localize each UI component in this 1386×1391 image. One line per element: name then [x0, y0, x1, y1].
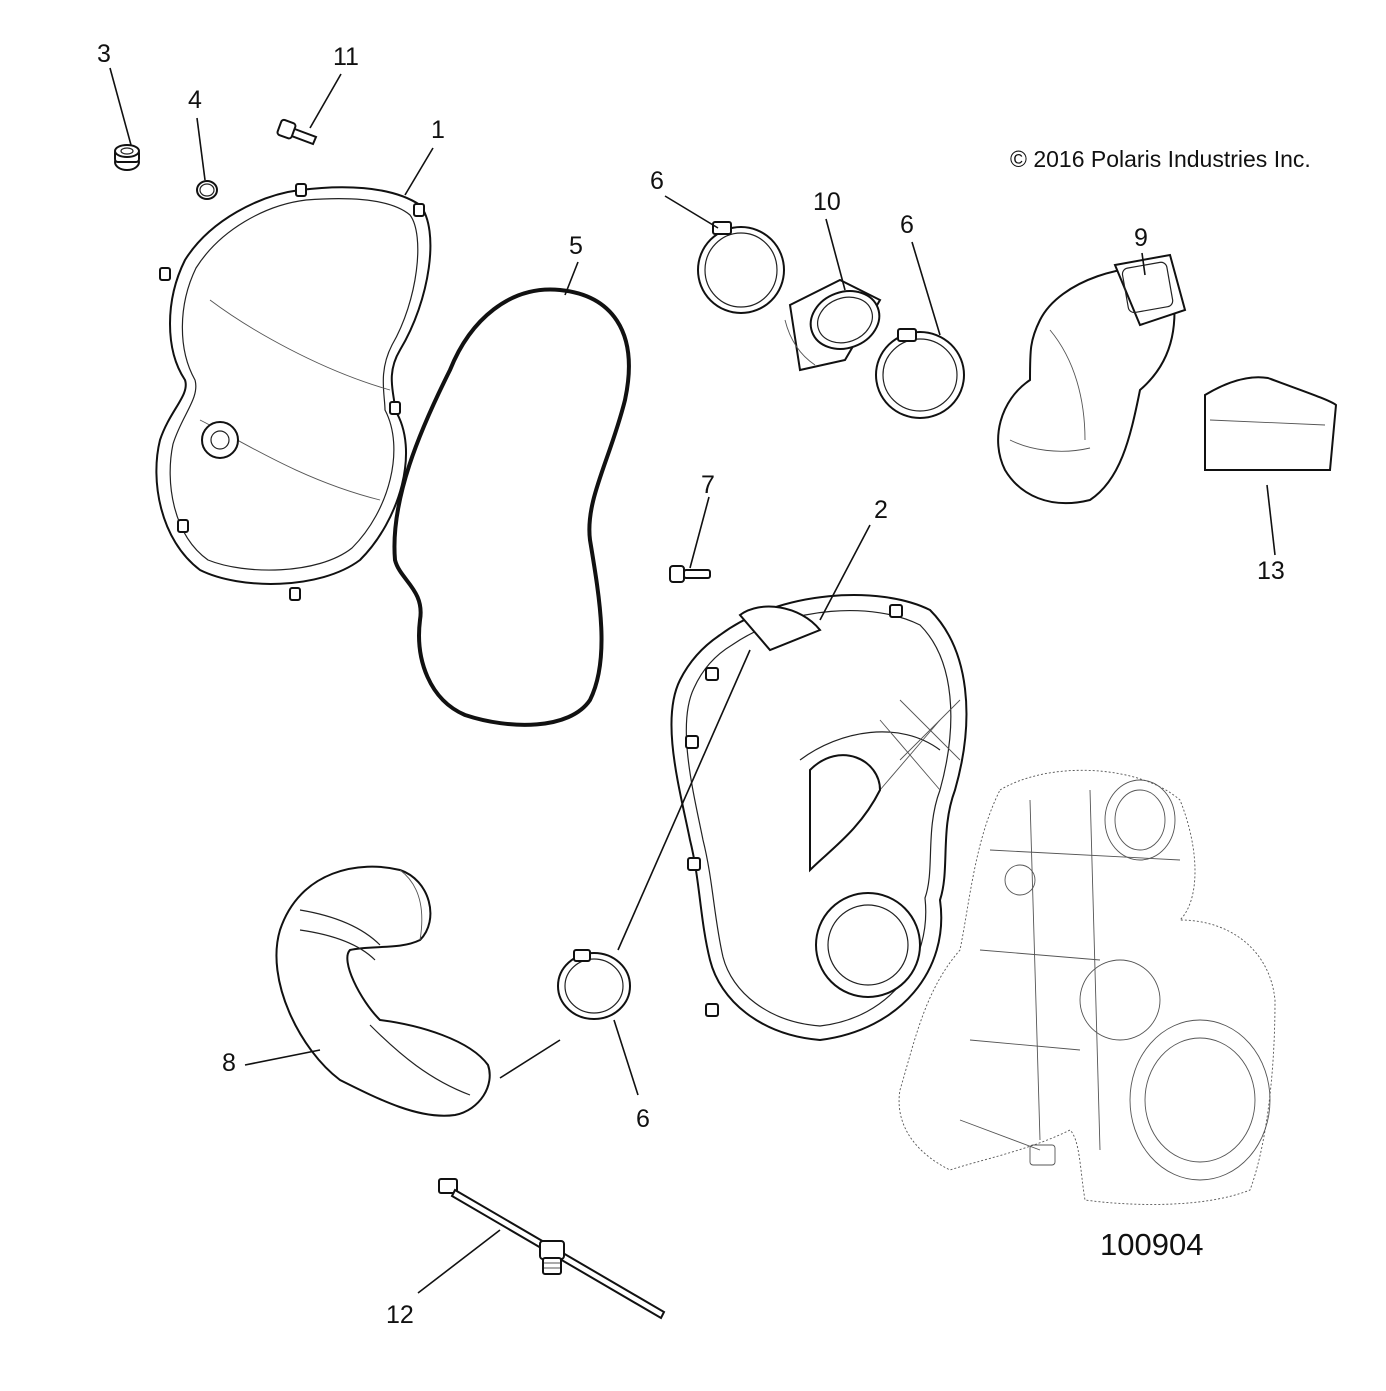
callout-7: 7 [701, 471, 715, 499]
part-9-duct-elbow [997, 253, 1187, 505]
part-2-inner-clutch-cover [670, 594, 968, 1042]
callout-9: 9 [1134, 224, 1148, 252]
copyright-text: © 2016 Polaris Industries Inc. [1010, 146, 1311, 172]
callout-11: 11 [333, 43, 359, 71]
part-10-coupler [784, 278, 882, 372]
part-12-cable-tie [438, 1178, 666, 1320]
part-4-o-ring [196, 180, 218, 200]
part-13-duct-cover [1204, 376, 1338, 471]
part-6c-clamp [557, 949, 631, 1020]
callout-6-bottom: 6 [636, 1105, 650, 1133]
part-1-outer-clutch-cover [155, 183, 432, 601]
callout-4: 4 [188, 86, 202, 114]
callout-6-top-left: 6 [650, 167, 664, 195]
callout-2: 2 [874, 496, 888, 524]
callout-3: 3 [97, 40, 111, 68]
callout-6-top-right: 6 [900, 211, 914, 239]
part-6b-clamp [875, 328, 965, 419]
engine-assembly-drawing [898, 769, 1276, 1205]
callout-5: 5 [569, 232, 583, 260]
callout-10: 10 [813, 188, 841, 216]
part-7-bolt [669, 565, 711, 583]
callout-12: 12 [386, 1301, 414, 1329]
part-8-duct-hose [275, 865, 491, 1117]
part-6a-clamp [697, 221, 785, 314]
part-3-plug [114, 144, 140, 171]
callout-1: 1 [431, 116, 445, 144]
part-11-bolt [276, 118, 318, 146]
leader-lines [109, 67, 1276, 1294]
callout-13: 13 [1257, 557, 1285, 585]
part-5-cover-seal [392, 287, 631, 727]
callout-8: 8 [222, 1049, 236, 1077]
figure-id: 100904 [1100, 1227, 1204, 1262]
